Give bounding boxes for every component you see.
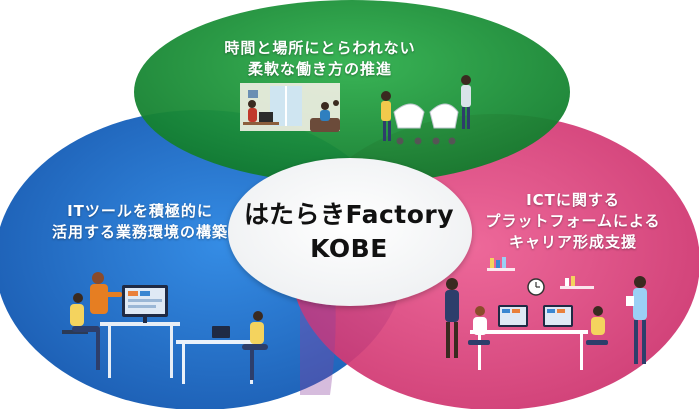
circle-label-top: 時間と場所にとらわれない 柔軟な働き方の推進 <box>220 38 420 80</box>
circle-label-line: キャリア形成支援 <box>508 233 637 251</box>
circle-label-line: ITツールを積極的に <box>67 202 213 220</box>
circle-label-line: 時間と場所にとらわれない <box>224 39 416 57</box>
circle-label-line: 柔軟な働き方の推進 <box>247 60 392 78</box>
circle-label-right: ICTに関する プラットフォームによる キャリア形成支援 <box>478 190 668 253</box>
home-office-illustration <box>240 83 340 132</box>
circle-label-left: ITツールを積極的に 活用する業務環境の構築 <box>40 201 240 243</box>
circle-top <box>134 0 570 184</box>
center-title-line1: はたらきFactory <box>243 200 455 229</box>
circle-label-line: プラットフォームによる <box>485 212 661 230</box>
office-workers-illustration <box>62 272 268 384</box>
training-room-illustration <box>445 257 647 370</box>
center-title: はたらきFactory KOBE <box>238 198 460 266</box>
center-title-line2: KOBE <box>310 234 388 263</box>
center-oval <box>228 158 472 306</box>
strollers-illustration <box>381 75 471 145</box>
circle-label-line: 活用する業務環境の構築 <box>51 223 228 241</box>
circle-label-line: ICTに関する <box>526 191 620 209</box>
